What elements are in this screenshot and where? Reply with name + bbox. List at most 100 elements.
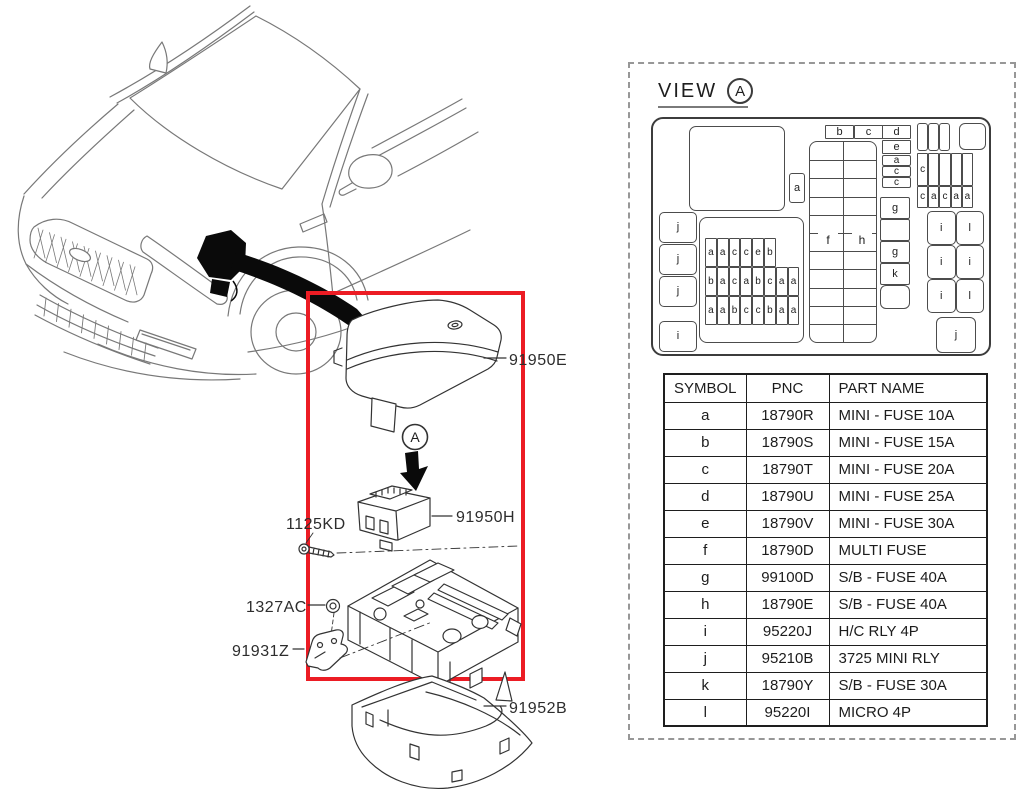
fusebox-cell <box>880 285 910 309</box>
part-name-cell: H/C RLY 4P <box>828 617 988 646</box>
fusebox-cell: b <box>764 296 776 325</box>
car-grille <box>29 218 154 303</box>
fusebox-cell: a <box>928 186 940 208</box>
fusebox-cell: c <box>752 296 764 325</box>
fusebox-cell: c <box>740 296 753 325</box>
callout-letter: A <box>410 429 420 445</box>
fusebox-cell <box>928 153 940 186</box>
part-bolt-1125KD <box>298 532 519 558</box>
fusebox-zone-label: f <box>818 232 838 248</box>
fusebox-cell: l <box>955 211 984 245</box>
fusebox-cell: c <box>882 177 911 188</box>
car-fender-vent <box>299 213 328 233</box>
fusebox-cell: a <box>705 296 717 325</box>
part-cover-91950E <box>333 299 502 433</box>
car-hood-edge <box>23 103 119 195</box>
pnc-cell: 18790R <box>745 401 830 430</box>
pnc-cell: 95220J <box>745 617 830 646</box>
part-name-cell: MINI - FUSE 30A <box>828 509 988 538</box>
pnc-cell: 99100D <box>745 563 830 592</box>
view-title-underline <box>658 106 748 108</box>
fusebox-cell: b <box>705 267 717 296</box>
part-name-cell: MINI - FUSE 15A <box>828 428 988 457</box>
symbol-cell: i <box>663 617 747 646</box>
car-headlight <box>140 235 228 305</box>
part-label-1125KD[interactable]: 1125KD <box>286 516 346 533</box>
fusebox-cell: a <box>787 267 800 296</box>
part-label-91952B[interactable]: 91952B <box>509 700 567 717</box>
part-name-cell: MINI - FUSE 10A <box>828 401 988 430</box>
pnc-cell: 18790D <box>745 536 830 565</box>
fusebox-cell <box>950 153 962 186</box>
fusebox-cell: a <box>961 186 973 208</box>
fusebox-cell: i <box>927 211 956 245</box>
part-label-91950H[interactable]: 91950H <box>456 509 515 526</box>
fusebox-cell: e <box>752 238 764 267</box>
view-a-header: VIEW A <box>658 78 754 104</box>
fusebox-cell <box>961 153 973 186</box>
part-name-cell: MICRO 4P <box>828 698 988 727</box>
fusebox-cell <box>939 123 950 151</box>
fusebox-cell: a <box>716 296 729 325</box>
pnc-cell: 95220I <box>745 698 830 727</box>
fusebox-cell: l <box>955 279 984 313</box>
fusebox-cell: g <box>880 197 910 219</box>
car-side-mirror <box>348 154 393 189</box>
fusebox-cell: k <box>880 263 910 285</box>
symbol-cell: b <box>663 428 747 457</box>
part-relay-91950H <box>357 485 431 552</box>
fusebox-cell: c <box>728 238 741 267</box>
fusebox-cell: c <box>917 153 929 186</box>
fusebox-cell: a <box>882 155 911 166</box>
fusebox-cell: b <box>752 267 764 296</box>
fusebox-cell: j <box>659 212 697 243</box>
car-beltline <box>371 98 463 149</box>
part-label-1327AC[interactable]: 1327AC <box>246 599 307 616</box>
fusebox-cell <box>959 123 986 150</box>
part-name-cell: MULTI FUSE <box>828 536 988 565</box>
symbol-cell: c <box>663 455 747 484</box>
part-name-cell: S/B - FUSE 40A <box>828 563 988 592</box>
part-name-cell: S/B - FUSE 40A <box>828 590 988 619</box>
fusebox-cell: c <box>764 267 776 296</box>
bracket-axis-line <box>339 621 433 659</box>
symbol-cell: k <box>663 671 747 700</box>
fusebox-cell: b <box>764 238 776 267</box>
down-arrow <box>400 451 428 491</box>
part-name-cell: MINI - FUSE 25A <box>828 482 988 511</box>
fusebox-cell: b <box>728 296 741 325</box>
part-label-91950E[interactable]: 91950E <box>509 352 567 369</box>
fusebox-cell: a <box>787 296 800 325</box>
fusebox-cell: c <box>854 125 883 139</box>
column-header-pnc: PNC <box>745 373 830 403</box>
car-windshield <box>129 15 361 190</box>
fusebox-cell: b <box>825 125 854 139</box>
fusebox-cell: a <box>950 186 962 208</box>
part-tray-91952B <box>351 671 533 790</box>
fusebox-zone-label: h <box>852 232 872 248</box>
fusebox-cell: a <box>740 267 753 296</box>
fusebox-cell: a <box>789 173 805 203</box>
symbol-cell: g <box>663 563 747 592</box>
car-fog-light <box>135 329 197 360</box>
part-label-91931Z[interactable]: 91931Z <box>232 643 289 660</box>
fusebox-cell: c <box>882 166 911 177</box>
fusebox-cell <box>928 123 939 151</box>
fuse-table-header-row: SYMBOL PNC PART NAME <box>663 373 988 403</box>
car-a-pillar <box>321 88 361 205</box>
